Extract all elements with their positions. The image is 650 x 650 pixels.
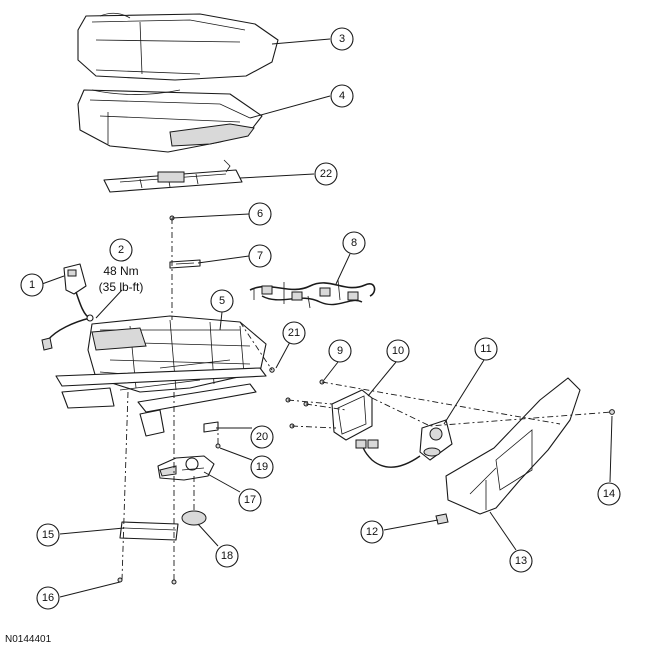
torque-metric: 48 Nm — [103, 264, 138, 278]
callout-13: 13 — [509, 549, 533, 573]
figure-id: N0144401 — [5, 634, 52, 645]
callout-5: 5 — [210, 289, 234, 313]
shield-bracket — [331, 389, 373, 441]
callout-10: 10 — [386, 339, 410, 363]
svg-text:5: 5 — [219, 295, 225, 307]
svg-text:15: 15 — [42, 529, 54, 541]
callout-9: 9 — [328, 339, 352, 363]
callout-18: 18 — [215, 544, 239, 568]
assembly-lines — [121, 218, 613, 582]
svg-text:1: 1 — [29, 279, 35, 291]
svg-text:8: 8 — [351, 237, 357, 249]
callout-11: 11 — [474, 337, 498, 361]
svg-text:7: 7 — [257, 250, 263, 262]
switch-base — [157, 455, 215, 481]
cap — [181, 510, 207, 526]
callout-4: 4 — [330, 84, 354, 108]
callout-15: 15 — [36, 523, 60, 547]
svg-text:18: 18 — [221, 550, 233, 562]
svg-text:13: 13 — [515, 555, 527, 567]
svg-text:21: 21 — [288, 327, 300, 339]
callout-8: 8 — [342, 231, 366, 255]
callout-20: 20 — [250, 425, 274, 449]
seat-cushion-pad — [77, 89, 263, 153]
svg-text:3: 3 — [339, 33, 345, 45]
svg-text:16: 16 — [42, 592, 54, 604]
svg-text:10: 10 — [392, 345, 404, 357]
side-shield — [445, 377, 581, 515]
svg-text:17: 17 — [244, 494, 256, 506]
callout-3: 3 — [330, 27, 354, 51]
callout-2: 2 — [109, 238, 133, 262]
callout-17: 17 — [238, 488, 262, 512]
svg-text:6: 6 — [257, 208, 263, 220]
svg-text:20: 20 — [256, 431, 268, 443]
svg-text:19: 19 — [256, 461, 268, 473]
heater-mat — [103, 159, 243, 193]
callout-19: 19 — [250, 455, 274, 479]
module — [119, 521, 179, 541]
callout-22: 22 — [314, 162, 338, 186]
seat-control-switch — [355, 419, 453, 468]
torque-imperial: (35 lb-ft) — [99, 280, 144, 294]
svg-text:9: 9 — [337, 345, 343, 357]
callout-12: 12 — [360, 520, 384, 544]
fasteners — [117, 215, 615, 585]
clip — [203, 421, 219, 433]
svg-text:2: 2 — [118, 244, 124, 256]
leader-lines — [41, 38, 613, 598]
callout-7: 7 — [248, 244, 272, 268]
seat-frame-track — [55, 315, 267, 437]
callout-6: 6 — [248, 202, 272, 226]
svg-text:12: 12 — [366, 526, 378, 538]
bracket — [169, 259, 201, 269]
callout-1: 1 — [20, 273, 44, 297]
svg-text:4: 4 — [339, 90, 345, 102]
wiring-harness — [249, 279, 376, 309]
callout-14: 14 — [597, 482, 621, 506]
seat-cushion-cover — [77, 12, 279, 81]
svg-text:22: 22 — [320, 168, 332, 180]
svg-text:11: 11 — [480, 343, 491, 355]
seat-belt-buckle — [41, 263, 94, 351]
callout-21: 21 — [282, 321, 306, 345]
svg-text:14: 14 — [603, 488, 615, 500]
callout-16: 16 — [36, 586, 60, 610]
